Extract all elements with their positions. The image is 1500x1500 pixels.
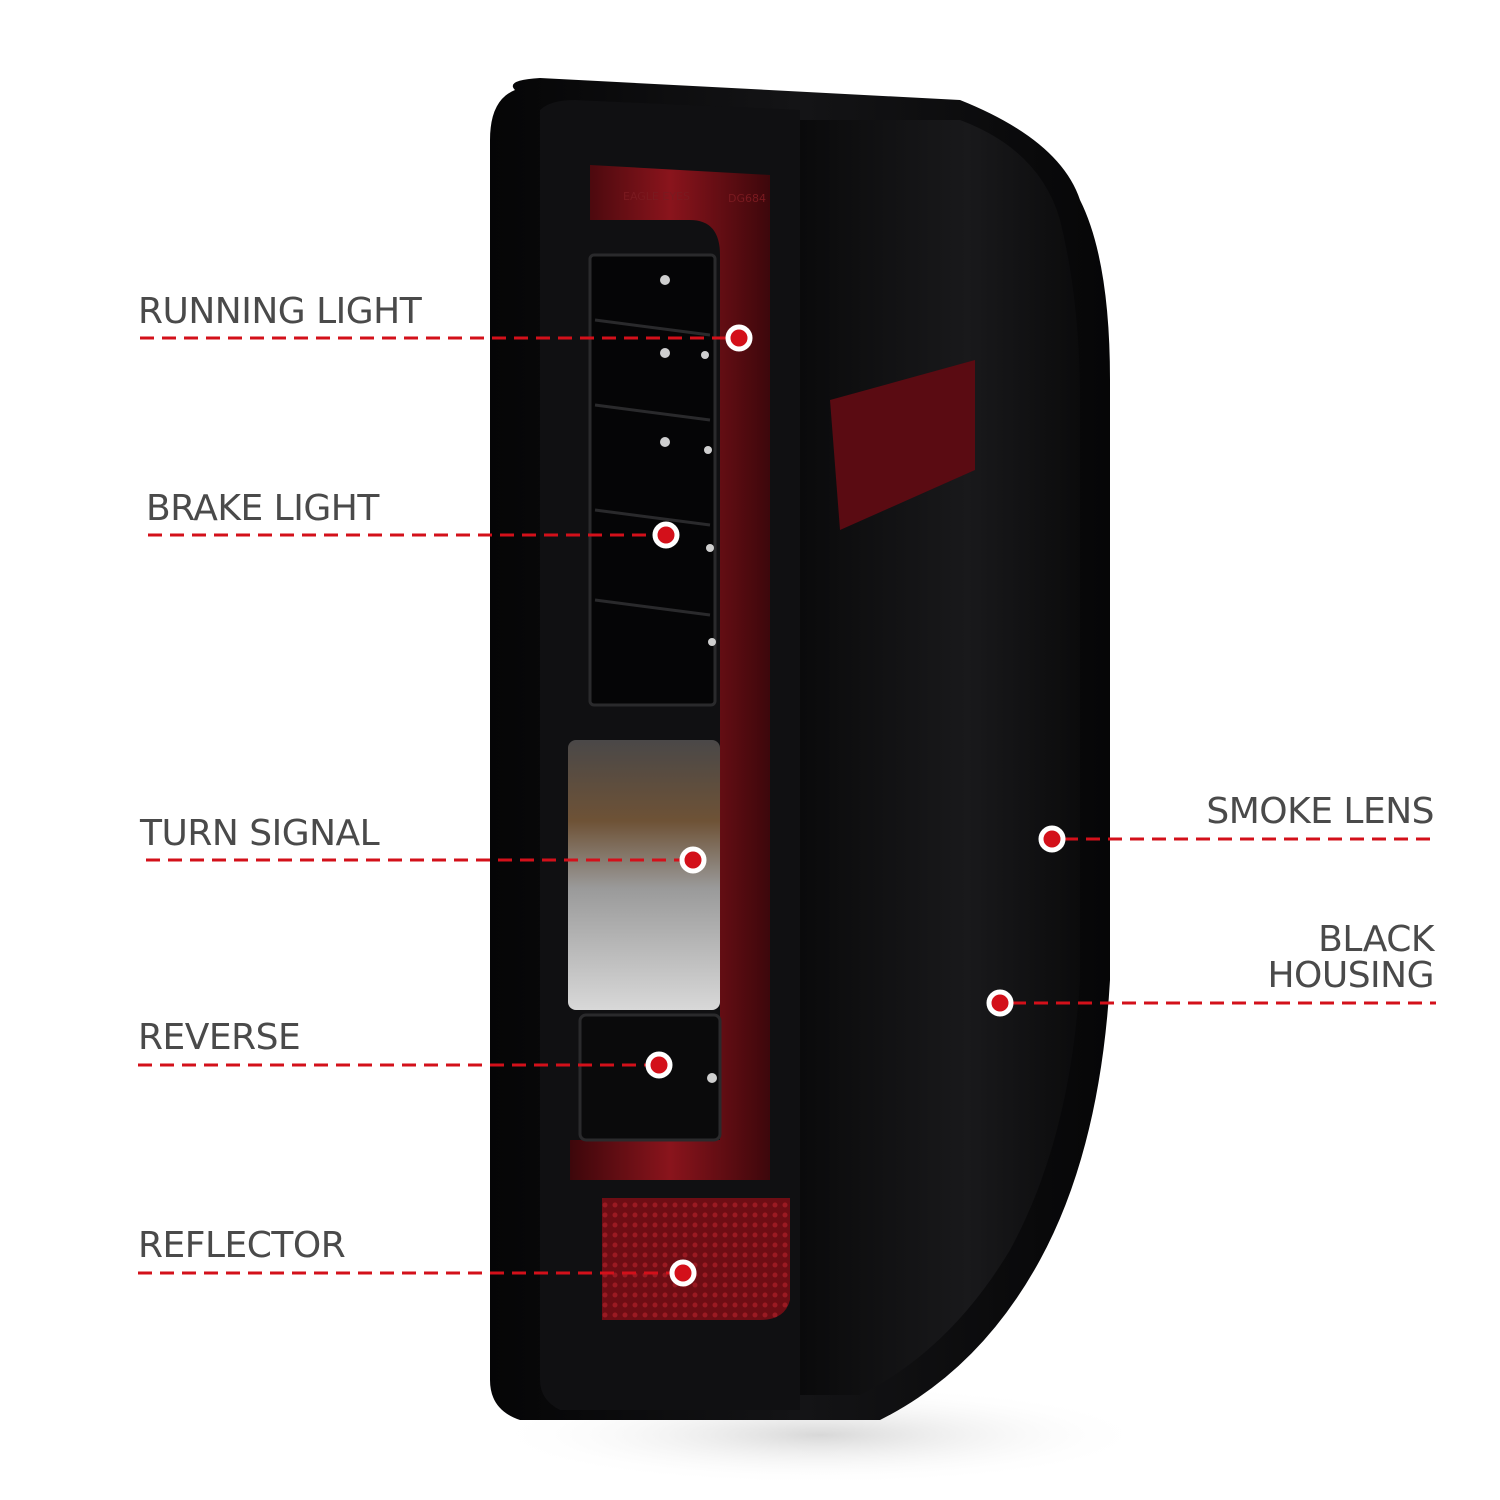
lens-marking-line1: EAGLE EYES [623, 190, 690, 203]
label-turn-signal: TURN SIGNAL [140, 813, 380, 854]
dot-black-housing [986, 989, 1014, 1017]
reverse-chamber [578, 1013, 722, 1142]
bottom-reflector [602, 1198, 790, 1320]
dot-turn-signal [679, 846, 707, 874]
side-reflector [830, 360, 975, 530]
dot-reverse [645, 1051, 673, 1079]
label-black-housing-line2: HOUSING [1267, 955, 1434, 996]
label-black-housing-line1: BLACK [1318, 919, 1434, 960]
dot-reflector [669, 1259, 697, 1287]
label-running-light: RUNNING LIGHT [138, 291, 422, 332]
brake-light-chamber [588, 253, 717, 707]
turn-signal-lens [568, 740, 720, 1010]
dot-running-light [725, 324, 753, 352]
dot-smoke-lens [1038, 825, 1066, 853]
callout-dots [645, 324, 1066, 1287]
lens-marking-line2: DG684 [728, 192, 766, 205]
label-reverse: REVERSE [138, 1017, 301, 1058]
dot-brake-light [652, 521, 680, 549]
leader-lines [138, 336, 1436, 1275]
label-brake-light: BRAKE LIGHT [146, 488, 379, 529]
label-smoke-lens: SMOKE LENS [1206, 791, 1434, 832]
label-reflector: REFLECTOR [138, 1225, 346, 1266]
